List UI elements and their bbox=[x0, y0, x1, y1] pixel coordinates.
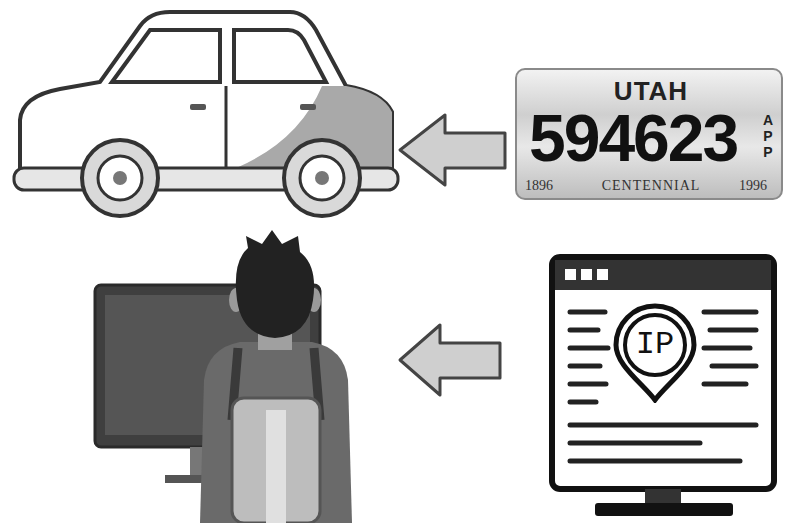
wheel-rim bbox=[98, 156, 142, 200]
backpack-zipper bbox=[266, 410, 286, 523]
plate-number: 594623 bbox=[529, 100, 737, 176]
ip-monitor-illustration bbox=[552, 257, 774, 516]
ip-location-pin: IP bbox=[612, 303, 698, 403]
door-handle bbox=[190, 104, 206, 110]
plate-suffix: APP bbox=[761, 112, 775, 160]
car-window bbox=[234, 30, 326, 82]
window-button bbox=[581, 269, 592, 280]
plate-year: 1896 bbox=[525, 178, 553, 194]
computer-user-illustration bbox=[95, 230, 352, 523]
car-illustration bbox=[14, 12, 398, 216]
window-button bbox=[597, 269, 608, 280]
left-arrow bbox=[400, 115, 505, 185]
wheel-hub bbox=[315, 171, 329, 185]
monitor-frame bbox=[552, 257, 774, 489]
wheel bbox=[82, 140, 158, 216]
wheel-rim bbox=[300, 156, 344, 200]
license-plate: UTAH594623APP1896CENTENNIAL1996 bbox=[515, 68, 783, 200]
monitor-stand bbox=[645, 489, 681, 504]
car-door-line bbox=[225, 86, 228, 172]
monitor-base bbox=[595, 503, 733, 516]
wheel-hub bbox=[113, 171, 127, 185]
plate-year: 1996 bbox=[739, 178, 767, 194]
left-arrow bbox=[400, 325, 500, 395]
car-window bbox=[112, 30, 220, 82]
backpack bbox=[232, 398, 320, 523]
window-button bbox=[565, 269, 576, 280]
door-handle bbox=[300, 104, 316, 110]
window-bar bbox=[555, 260, 771, 290]
hair bbox=[236, 230, 314, 338]
shirt bbox=[200, 342, 352, 523]
ip-text: IP bbox=[612, 325, 698, 365]
wheel bbox=[284, 140, 360, 216]
